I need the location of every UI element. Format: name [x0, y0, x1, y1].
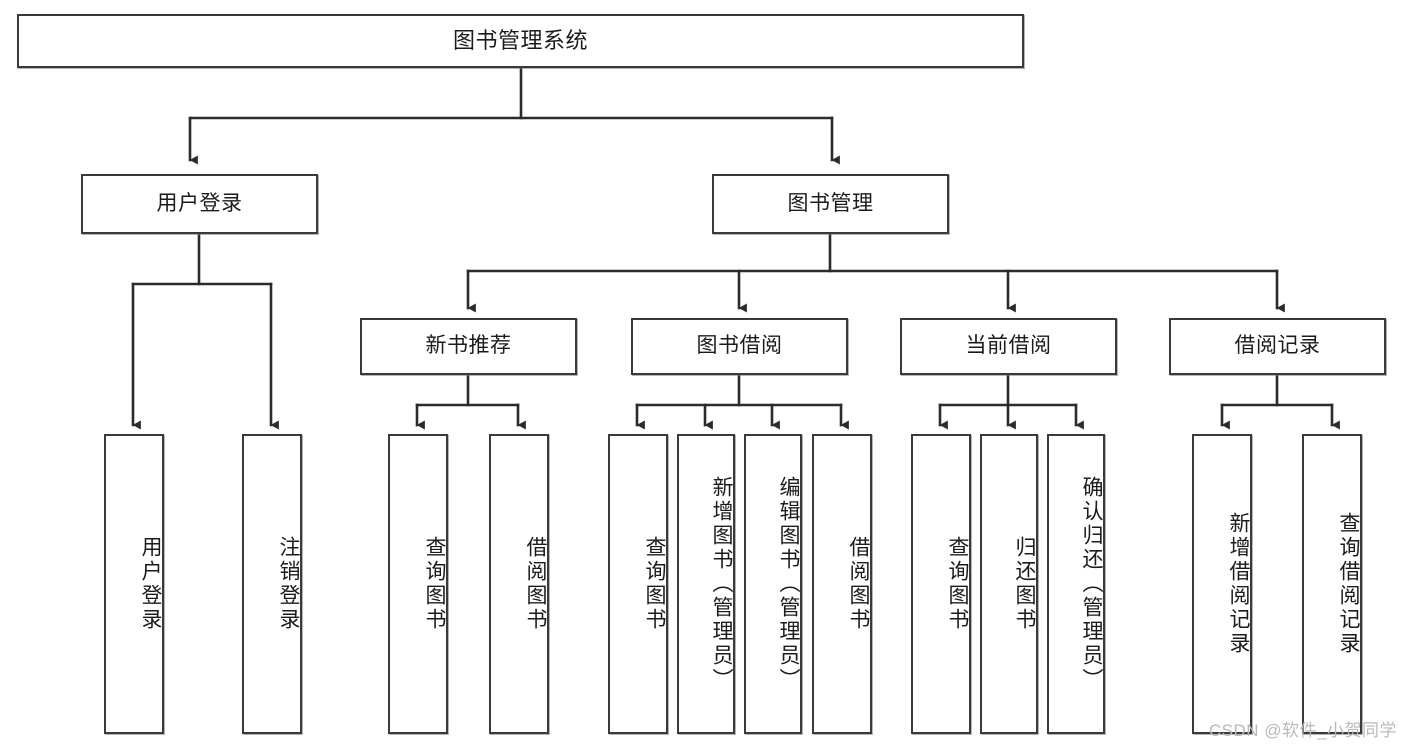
- node-borrow-record[interactable]: 借阅记录: [1169, 318, 1386, 375]
- node-label: 确认归还（管理员）: [1080, 476, 1103, 692]
- node-label: 借阅记录: [1234, 334, 1321, 358]
- leaf-query-book-1[interactable]: 查询图书: [388, 434, 448, 734]
- node-label: 归还图书: [1013, 536, 1036, 632]
- node-label: 当前借阅: [965, 334, 1052, 358]
- node-label: 查询图书: [946, 536, 969, 632]
- node-label: 用户登录: [156, 191, 243, 215]
- node-label: 新书推荐: [425, 334, 512, 358]
- leaf-edit-book[interactable]: 编辑图书（管理员）: [744, 434, 802, 734]
- leaf-add-book[interactable]: 新增图书（管理员）: [677, 434, 735, 734]
- leaf-return-book[interactable]: 归还图书: [980, 434, 1038, 734]
- leaf-query-record[interactable]: 查询借阅记录: [1302, 434, 1362, 734]
- leaf-confirm-return[interactable]: 确认归还（管理员）: [1047, 434, 1105, 734]
- leaf-query-book-2[interactable]: 查询图书: [608, 434, 668, 734]
- node-book-borrow[interactable]: 图书借阅: [631, 318, 848, 375]
- node-label: 借阅图书: [847, 536, 870, 632]
- leaf-add-record[interactable]: 新增借阅记录: [1192, 434, 1252, 734]
- leaf-user-login[interactable]: 用户登录: [104, 434, 164, 734]
- node-user-login[interactable]: 用户登录: [81, 174, 318, 234]
- node-label: 新增借阅记录: [1227, 512, 1250, 656]
- leaf-query-book-3[interactable]: 查询图书: [911, 434, 971, 734]
- node-new-book-recommend[interactable]: 新书推荐: [360, 318, 577, 375]
- node-label: 查询图书: [423, 536, 446, 632]
- leaf-borrow-book-1[interactable]: 借阅图书: [489, 434, 549, 734]
- node-label: 图书管理: [787, 191, 874, 215]
- node-label: 新增图书（管理员）: [710, 476, 733, 692]
- node-root-system[interactable]: 图书管理系统: [17, 14, 1024, 68]
- node-current-borrow[interactable]: 当前借阅: [900, 318, 1117, 375]
- node-label: 查询借阅记录: [1337, 512, 1360, 656]
- node-label: 借阅图书: [524, 536, 547, 632]
- leaf-borrow-book-2[interactable]: 借阅图书: [812, 434, 872, 734]
- node-label: 注销登录: [277, 536, 300, 632]
- watermark: CSDN @软件_小贺同学: [1208, 721, 1397, 740]
- node-label: 图书管理系统: [452, 28, 588, 54]
- leaf-logout-login[interactable]: 注销登录: [242, 434, 302, 734]
- node-label: 图书借阅: [696, 334, 783, 358]
- node-label: 编辑图书（管理员）: [777, 476, 800, 692]
- node-book-manage[interactable]: 图书管理: [712, 174, 949, 234]
- node-label: 查询图书: [643, 536, 666, 632]
- node-label: 用户登录: [139, 536, 162, 632]
